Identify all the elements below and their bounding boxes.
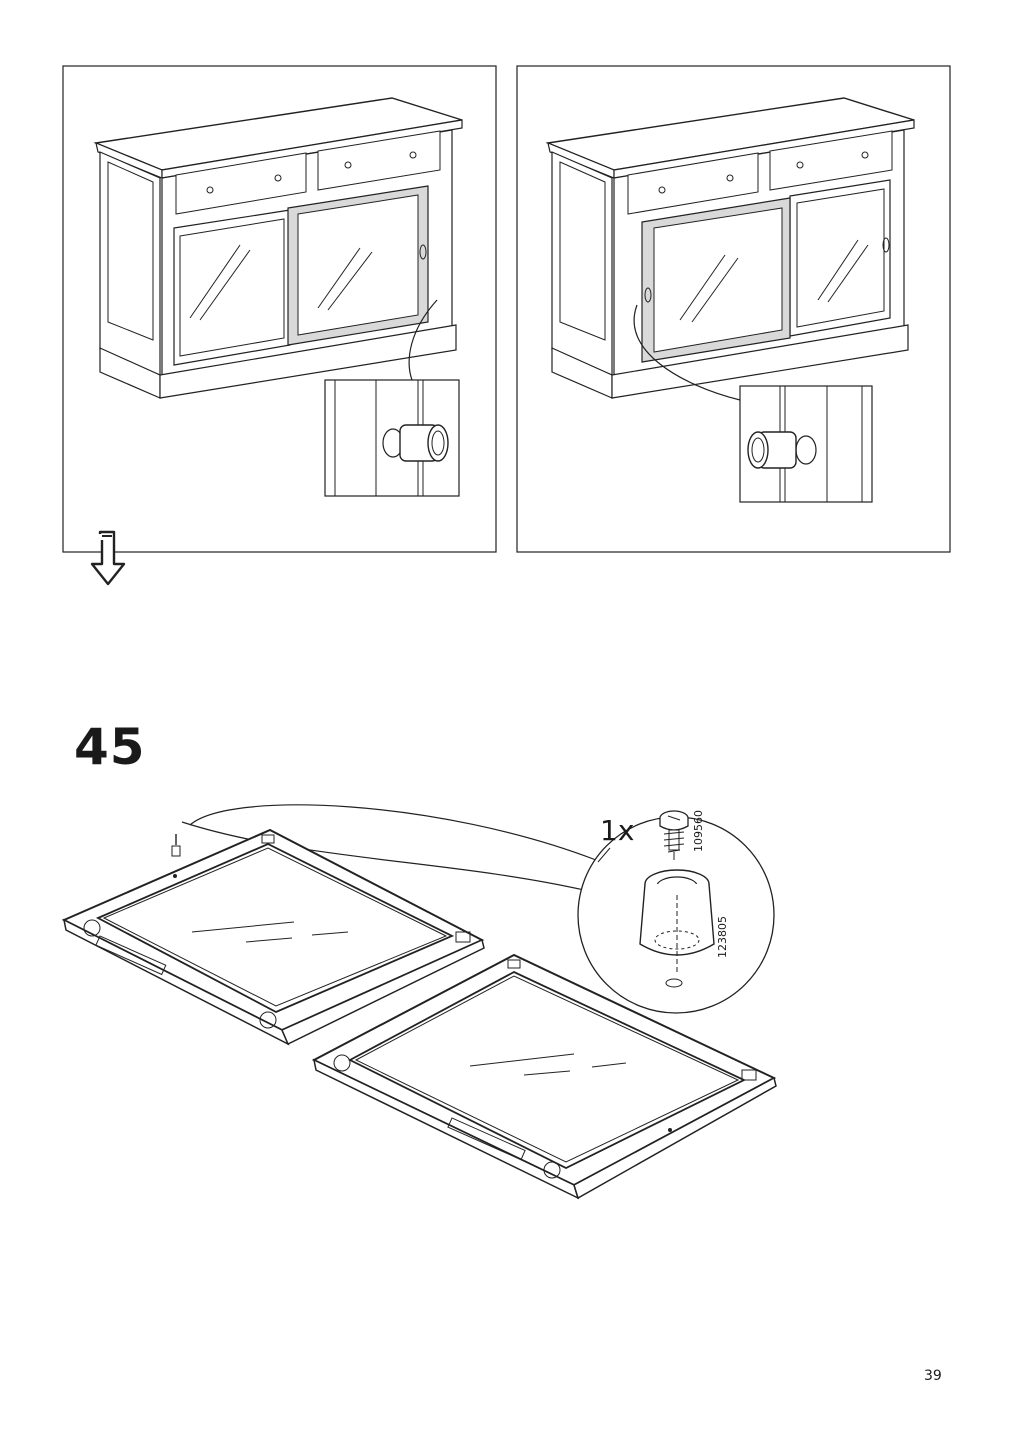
step-number: 45 (74, 718, 146, 776)
quantity-label: 1x (600, 814, 635, 847)
stopper-part-number: 123805 (716, 916, 729, 958)
screw-part-number: 109560 (692, 810, 705, 852)
panel-1-illustration (62, 65, 497, 553)
arrow-down-icon (90, 530, 126, 586)
page-number: 39 (924, 1368, 942, 1384)
panel-2-illustration (516, 65, 951, 553)
